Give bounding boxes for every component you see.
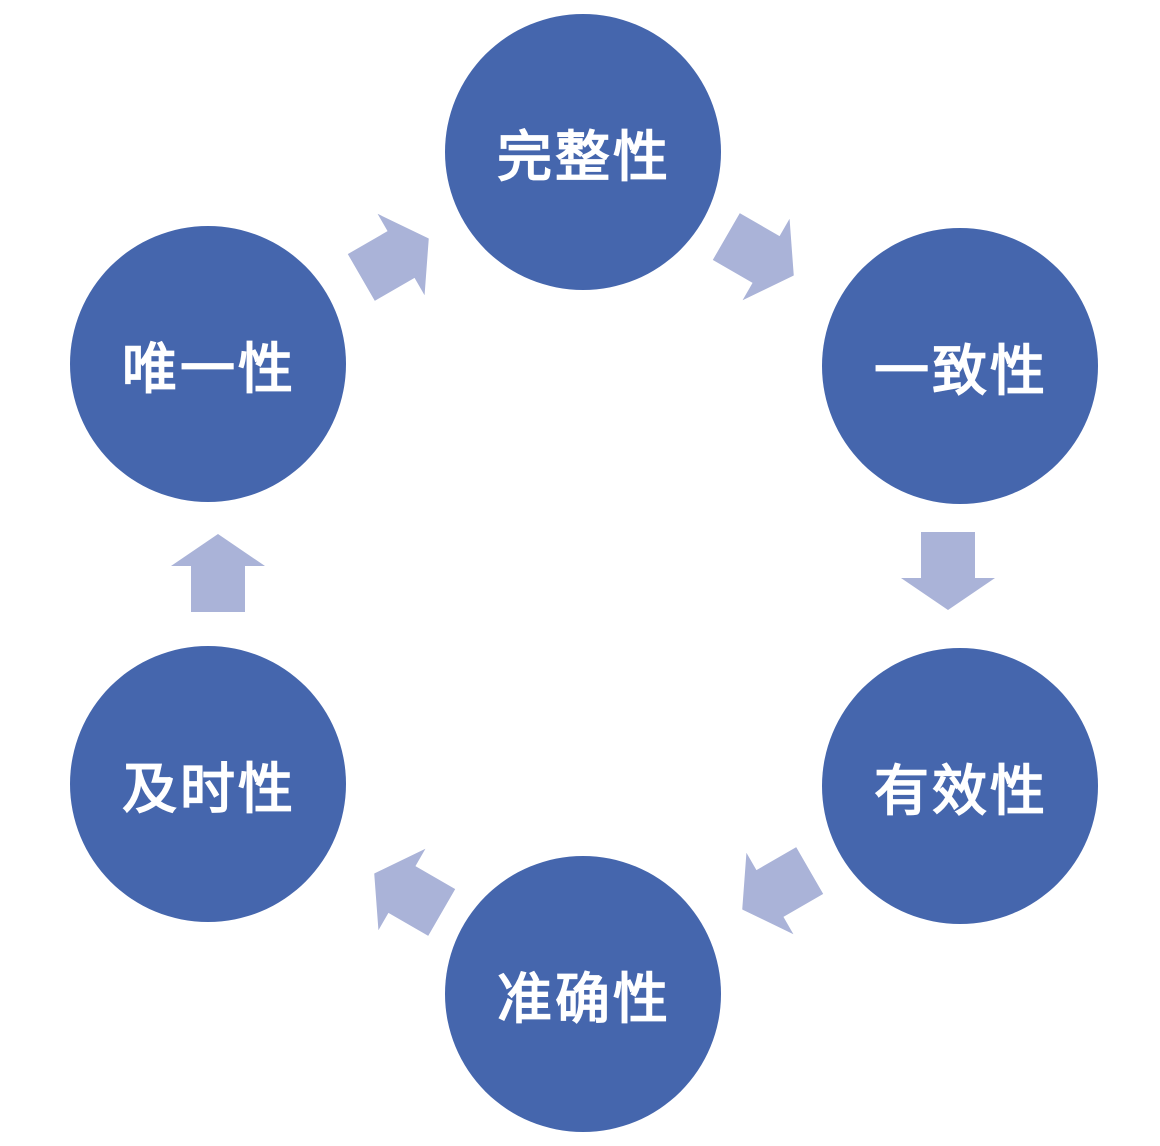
node-label-uniqueness: 唯一性 (121, 338, 296, 400)
arrow-completeness-to-consistency-icon (703, 196, 818, 316)
node-label-validity: 有效性 (873, 760, 1048, 822)
cycle-node-uniqueness: 唯一性 (70, 226, 346, 502)
arrow-consistency-to-validity-icon (901, 532, 995, 610)
node-label-completeness: 完整性 (496, 126, 671, 188)
node-label-accuracy: 准确性 (496, 968, 671, 1030)
arrow-accuracy-to-timeliness-icon (351, 833, 466, 953)
cycle-node-validity: 有效性 (822, 648, 1098, 924)
cycle-node-completeness: 完整性 (445, 14, 721, 290)
cycle-node-consistency: 一致性 (822, 228, 1098, 504)
node-label-timeliness: 及时性 (121, 758, 296, 820)
cycle-node-accuracy: 准确性 (445, 856, 721, 1132)
node-label-consistency: 一致性 (873, 340, 1048, 402)
arrow-validity-to-accuracy-icon (719, 830, 834, 950)
cycle-node-timeliness: 及时性 (70, 646, 346, 922)
arrow-timeliness-to-uniqueness-icon (171, 534, 265, 612)
arrow-uniqueness-to-completeness-icon (338, 198, 453, 318)
